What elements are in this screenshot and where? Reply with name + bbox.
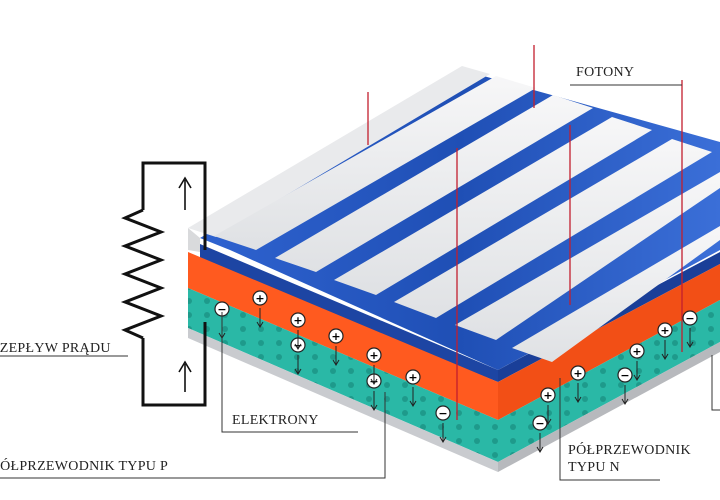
charge-arrow-head xyxy=(439,436,447,443)
contact-finger xyxy=(512,226,720,362)
external-circuit xyxy=(120,161,207,407)
leader-lines xyxy=(0,84,720,481)
charge-arrow-head xyxy=(256,321,264,328)
contact-fingers xyxy=(188,66,720,362)
charge-arrow-head xyxy=(370,404,378,411)
plus-circle-icon: + xyxy=(629,343,645,381)
contact-finger xyxy=(394,139,712,318)
n-layer-left-side xyxy=(200,244,498,382)
leader-right xyxy=(711,355,720,411)
plus-sign: + xyxy=(632,345,641,358)
charge-arrow-head xyxy=(370,378,378,385)
circuit-wire xyxy=(141,161,207,250)
minus-circle-icon: − xyxy=(435,405,451,443)
contact-busbar xyxy=(188,66,490,237)
contact-finger xyxy=(334,117,652,295)
resistor-zigzag-icon xyxy=(120,208,166,340)
label-polprzewodnik-p: PÓŁPRZEWODNIK TYPU P xyxy=(0,457,168,474)
charge-arrow-head xyxy=(294,343,302,350)
plus-circle-icon: + xyxy=(540,387,556,425)
charge-arrow-head xyxy=(686,341,694,348)
plus-circle-icon: + xyxy=(366,347,382,385)
base-left-side xyxy=(188,288,498,462)
plus-sign: + xyxy=(293,314,302,327)
charge-arrow-head xyxy=(661,353,669,360)
plus-sign: + xyxy=(369,349,378,362)
plus-circle-icon: + xyxy=(328,328,344,366)
plus-circle-icon: + xyxy=(252,290,268,328)
current-arrows xyxy=(178,176,192,392)
photon-lines xyxy=(367,45,683,420)
cell-edge-top-left xyxy=(188,228,200,252)
minus-sign: − xyxy=(535,417,544,430)
charge-arrow-head xyxy=(294,368,302,375)
label-przeplyw-pradu: PRZEPŁYW PRĄDU xyxy=(0,341,111,356)
plus-sign: + xyxy=(255,292,264,305)
label-polprzewodnik-n-line2: TYPU N xyxy=(568,460,620,475)
plus-sign: + xyxy=(543,389,552,402)
plus-circle-icon: + xyxy=(405,369,421,407)
contact-finger xyxy=(275,95,593,272)
up-arrow-head xyxy=(178,360,192,373)
leader-elektrony xyxy=(221,312,358,433)
charge-arrow-head xyxy=(409,400,417,407)
plus-sign: + xyxy=(573,367,582,380)
plus-sign: + xyxy=(660,324,669,337)
charge-carriers: −+−++−++−−++−++− xyxy=(214,290,698,453)
charge-arrow-head xyxy=(633,374,641,381)
leader-typ-p xyxy=(0,392,386,479)
charge-arrow-head xyxy=(621,398,629,405)
minus-circle-icon: − xyxy=(682,310,698,348)
charge-arrow-head xyxy=(574,396,582,403)
plus-sign: + xyxy=(408,371,417,384)
plus-circle-icon: + xyxy=(657,322,673,360)
plus-circle-icon: + xyxy=(290,312,306,350)
minus-sign: − xyxy=(438,407,447,420)
minus-circle-icon: − xyxy=(532,415,548,453)
charge-arrow-head xyxy=(332,359,340,366)
contact-finger xyxy=(455,172,720,340)
plus-sign: + xyxy=(331,330,340,343)
charge-arrow-head xyxy=(536,446,544,453)
contact-finger xyxy=(214,76,536,250)
label-polprzewodnik-n-line1: PÓŁPRZEWODNIK xyxy=(568,441,691,458)
up-arrow-head xyxy=(178,176,192,189)
circuit-wire xyxy=(141,322,207,407)
minus-sign: − xyxy=(685,312,694,325)
leader-typ-n xyxy=(559,378,660,481)
p-layer-right-side xyxy=(498,264,720,420)
minus-circle-icon: − xyxy=(617,367,633,405)
minus-sign: − xyxy=(217,303,226,316)
minus-sign: − xyxy=(620,369,629,382)
back-contact-left xyxy=(188,328,498,472)
label-fotony: FOTONY xyxy=(576,65,634,80)
back-contact-right xyxy=(498,342,720,472)
charge-arrow-head xyxy=(544,418,552,425)
label-elektrony: ELEKTRONY xyxy=(232,413,319,428)
plus-circle-icon: + xyxy=(570,365,586,403)
